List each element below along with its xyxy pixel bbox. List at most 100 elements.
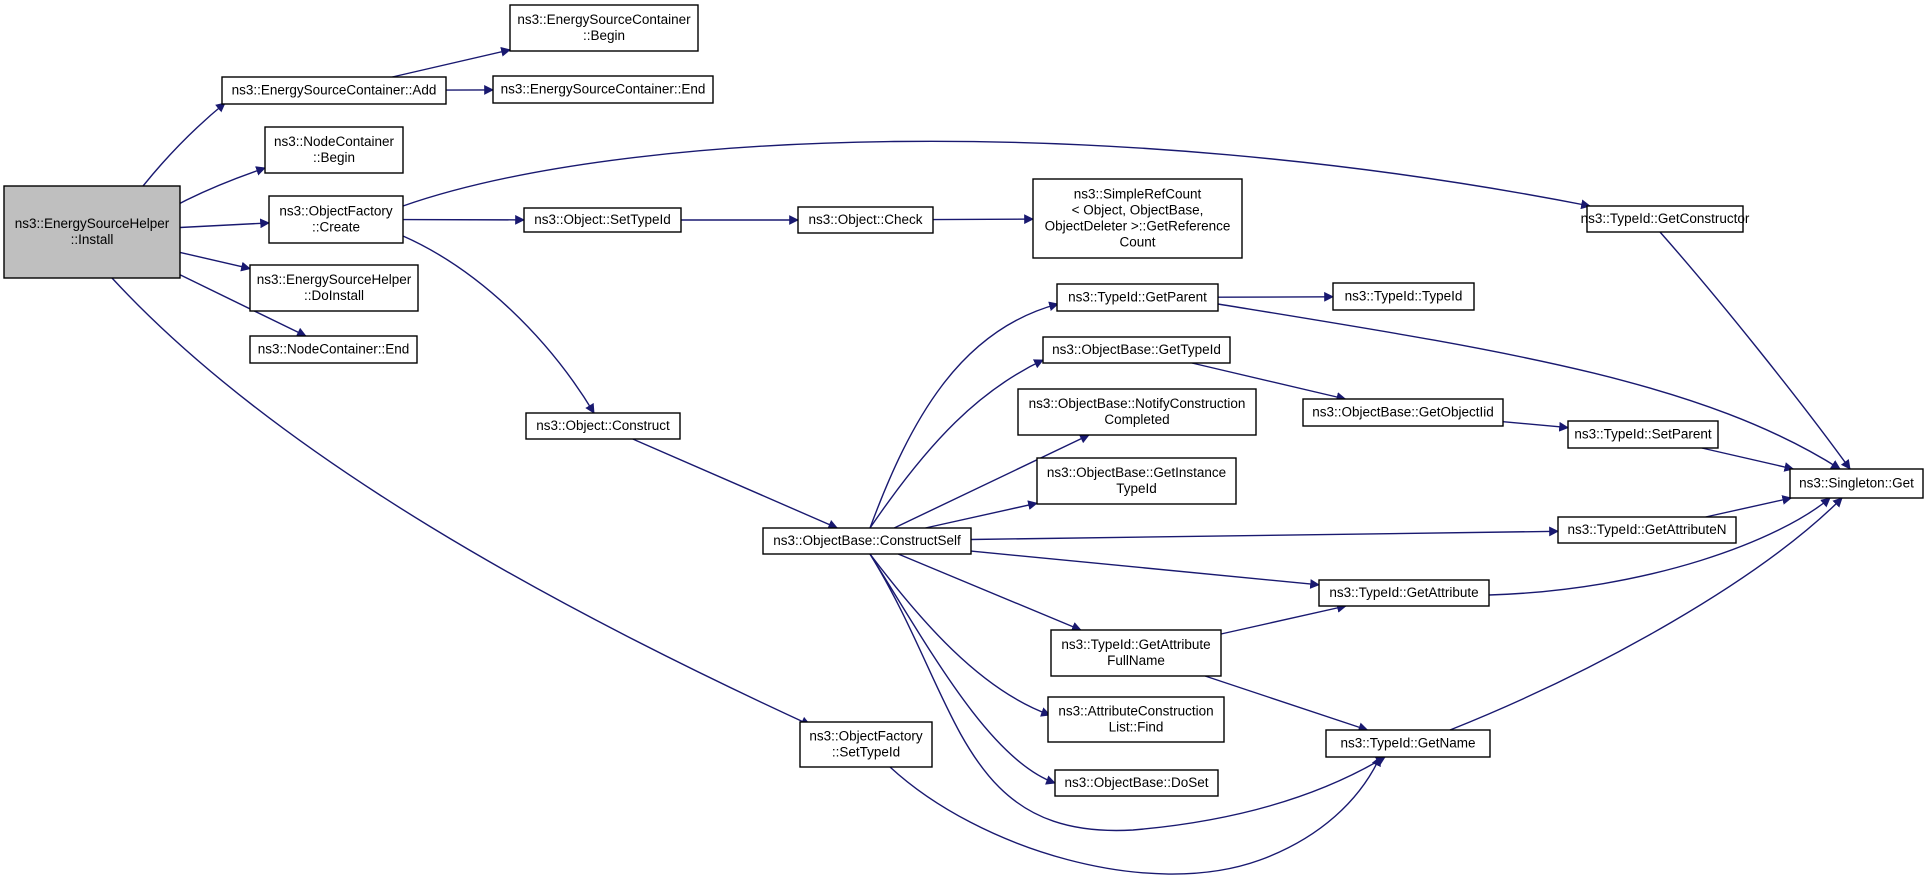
node-label: ns3::ObjectFactory [279,204,393,219]
edge-obj_construct-to-ob_constructself [632,438,839,529]
edge-ob_constructself-to-ob_getinstance [925,500,1038,529]
node-obj-check[interactable]: ns3::Object::Check [797,206,934,234]
node-box [1557,516,1737,544]
edge-group [889,756,1381,875]
edge-group [1191,362,1347,402]
edge-group [869,553,1056,785]
edge-of_settypeid-to-tid_getname [889,756,1381,875]
node-srefcount[interactable]: ns3::SimpleRefCount< Object, ObjectBase,… [1032,178,1243,259]
node-box [249,335,418,364]
node-label: ns3::ObjectBase::GetInstance [1047,465,1226,480]
node-label: ns3::Object::SetTypeId [534,212,671,227]
node-nc-begin[interactable]: ns3::NodeContainer::Begin [264,126,404,174]
edge-install-to-of_create [179,218,270,229]
node-label: ns3::ObjectBase::ConstructSelf [773,533,961,548]
edge-ob_constructself-to-tid_getattrn [970,526,1559,541]
edge-ob_constructself-to-tid_getname [869,553,1386,832]
node-box [3,185,181,279]
edge-group [1488,497,1831,596]
node-ob-doset[interactable]: ns3::ObjectBase::DoSet [1054,769,1219,797]
node-tid-typeid[interactable]: ns3::TypeId::TypeId [1332,282,1475,311]
edge-tid_getparent-to-singleton_get [1217,303,1841,470]
edge-group [970,550,1320,589]
node-box [264,126,404,174]
node-box [1050,629,1222,677]
node-of-settypeid[interactable]: ns3::ObjectFactory::SetTypeId [799,721,933,768]
node-label: FullName [1107,653,1165,668]
node-nc-end[interactable]: ns3::NodeContainer::End [249,335,418,364]
node-label: < Object, ObjectBase, [1072,203,1204,218]
edge-group [1220,603,1347,635]
edge-group [1449,497,1843,731]
node-label: ns3::ObjectBase::NotifyConstruction [1029,396,1246,411]
node-esc-add[interactable]: ns3::EnergySourceContainer::Add [221,76,447,105]
edge-ob_constructself-to-tid_getparent [869,301,1059,529]
node-label: ns3::TypeId::TypeId [1345,289,1463,304]
edge-ob_constructself-to-tid_getattrfull [897,553,1082,632]
edge-group [869,359,1044,529]
edge-group [1204,675,1369,732]
node-ob-constructself[interactable]: ns3::ObjectBase::ConstructSelf [762,527,972,555]
node-ob-notify[interactable]: ns3::ObjectBase::NotifyConstructionCompl… [1017,388,1257,436]
node-box [1318,579,1490,607]
node-box [492,75,714,104]
node-box [762,527,972,555]
node-box [221,76,447,105]
edge-tid_setparent-to-singleton_get [1701,447,1795,472]
edge-ob_constructself-to-ob_gettypeid [869,359,1044,529]
node-tid-setparent[interactable]: ns3::TypeId::SetParent [1567,420,1719,449]
node-obj-settypeid[interactable]: ns3::Object::SetTypeId [523,207,682,233]
node-box [1325,729,1491,758]
node-label: ns3::TypeId::SetParent [1574,427,1712,442]
edge-tid_getname-to-singleton_get [1449,497,1843,731]
node-tid-getname[interactable]: ns3::TypeId::GetName [1325,729,1491,758]
edge-tid_getattrfull-to-tid_getname [1204,675,1369,732]
node-esc-end[interactable]: ns3::EnergySourceContainer::End [492,75,714,104]
node-of-create[interactable]: ns3::ObjectFactory::Create [268,195,404,244]
edge-group [111,277,811,726]
node-esc-begin[interactable]: ns3::EnergySourceContainer::Begin [509,4,699,52]
edge-group [179,274,307,337]
edge-ob_constructself-to-ob_notify [893,434,1090,529]
edge-group [402,235,595,414]
node-box [1567,420,1719,449]
node-obj-construct[interactable]: ns3::Object::Construct [525,412,681,440]
edge-group [897,553,1082,632]
node-label: TypeId [1116,481,1157,496]
node-tid-getattr[interactable]: ns3::TypeId::GetAttribute [1318,579,1490,607]
node-ob-gettypeid[interactable]: ns3::ObjectBase::GetTypeId [1042,336,1231,364]
edge-group [1701,447,1795,472]
node-label: ::Create [312,220,360,235]
node-tid-getattrn[interactable]: ns3::TypeId::GetAttributeN [1557,516,1737,544]
edge-install-to-nc_end [179,274,307,337]
edge-esc_add-to-esc_begin [392,47,511,78]
node-label: ns3::EnergySourceHelper [15,216,170,231]
node-label: ::Begin [583,28,625,43]
edge-group [932,214,1034,225]
node-label: ns3::TypeId::GetConstructor [1581,211,1750,226]
edge-ob_getobjectiid-to-tid_setparent [1502,421,1569,432]
node-label: List::Find [1109,720,1164,735]
edge-group [970,526,1559,541]
node-box [523,207,682,233]
node-tid-getconstructor[interactable]: ns3::TypeId::GetConstructor [1581,205,1750,233]
node-esh-doinstall[interactable]: ns3::EnergySourceHelper::DoInstall [249,264,419,312]
node-box [1017,388,1257,436]
node-singleton-get[interactable]: ns3::Singleton::Get [1789,468,1924,499]
node-tid-getparent[interactable]: ns3::TypeId::GetParent [1056,283,1219,312]
edge-obj_check-to-srefcount [932,214,1034,225]
node-label: ns3::Object::Check [808,212,922,227]
node-box [1032,178,1243,259]
edge-of_create-to-obj_construct [402,235,595,414]
node-box [1586,205,1744,233]
edge-group [869,301,1059,529]
node-ob-getobjectiid[interactable]: ns3::ObjectBase::GetObjectIid [1302,398,1504,427]
edge-ob_gettypeid-to-ob_getobjectiid [1191,362,1347,402]
node-label: ns3::EnergySourceContainer::End [501,82,706,97]
edge-group [869,553,1386,832]
node-label: ns3::TypeId::GetParent [1068,290,1207,305]
